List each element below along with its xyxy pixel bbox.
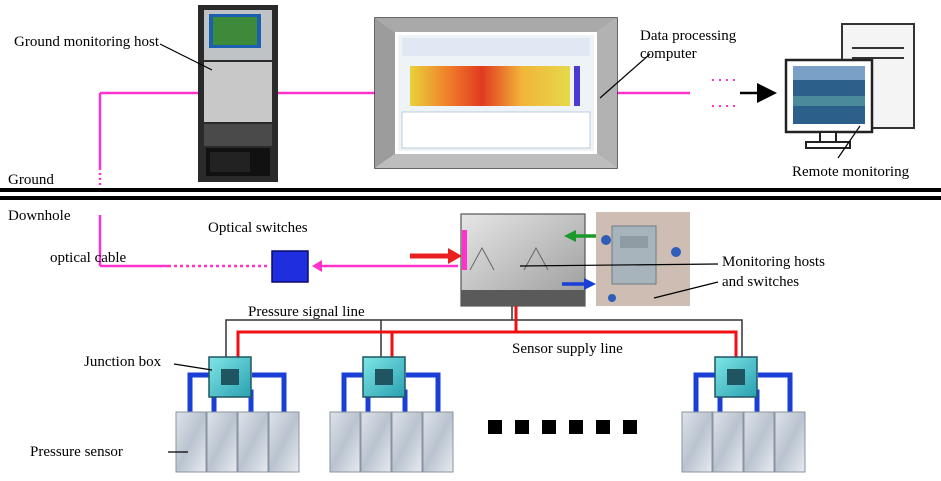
ground-bar (0, 188, 941, 200)
label-pressure-sensor: Pressure sensor (30, 444, 123, 460)
label-optical-switches: Optical switches (208, 220, 308, 236)
pressure-sensor-icon (681, 411, 713, 473)
switch-cabinet (596, 212, 690, 306)
pressure-sensor-icon (774, 411, 806, 473)
flow-arrows (410, 230, 598, 290)
label-monitoring-hosts-2: and switches (722, 274, 799, 290)
pressure-signal-line (225, 306, 743, 360)
labels: Ground monitoring host Data processing c… (8, 28, 910, 460)
remote-link (712, 79, 777, 107)
data-processing-computer (374, 17, 618, 169)
pressure-sensor-icon (391, 411, 423, 473)
pressure-sensor-icon (175, 411, 207, 473)
label-ground-monitoring-host: Ground monitoring host (14, 34, 160, 50)
pressure-sensor-icon (206, 411, 238, 473)
label-data-processing-1: Data processing (640, 28, 737, 44)
pressure-sensor-icon (360, 411, 392, 473)
pressure-sensor-icon (743, 411, 775, 473)
label-downhole: Downhole (8, 208, 71, 224)
label-pressure-signal-line: Pressure signal line (248, 304, 365, 320)
label-optical-cable: optical cable (50, 250, 127, 266)
ellipsis-dots (488, 420, 637, 434)
sensor-group-2 (329, 356, 454, 473)
label-remote-monitoring: Remote monitoring (792, 164, 910, 180)
pressure-sensor-icon (237, 411, 269, 473)
label-ground: Ground (8, 172, 54, 188)
ground-monitoring-host (198, 5, 278, 182)
label-sensor-supply-line: Sensor supply line (512, 341, 623, 357)
desktop-computer-icon (784, 23, 915, 149)
pressure-sensor-icon (422, 411, 454, 473)
sensor-group-1 (175, 356, 300, 473)
sensor-group-3 (681, 356, 806, 473)
label-monitoring-hosts-1: Monitoring hosts (722, 254, 825, 270)
label-data-processing-2: computer (640, 46, 697, 62)
pressure-sensor-icon (268, 411, 300, 473)
downhole-monitoring-host (460, 213, 586, 307)
pressure-sensor-icon (712, 411, 744, 473)
optical-link-lines (98, 91, 690, 272)
leader-lines (159, 43, 861, 453)
optical-switch-icon (271, 250, 309, 283)
sensor-supply-line (236, 306, 738, 360)
label-junction-box: Junction box (84, 354, 162, 370)
pressure-sensor-icon (329, 411, 361, 473)
